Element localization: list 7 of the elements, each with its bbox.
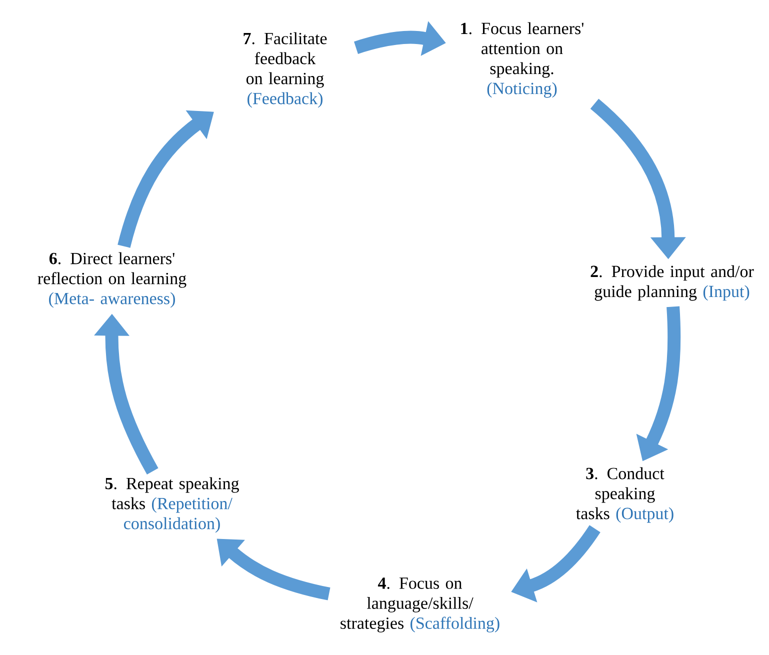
step-text: 1. Focus learners' attention on speaking. (Noticing) bbox=[461, 22, 584, 98]
step-text: 5. Repeat speaking tasks (Repetition/ consolidation) bbox=[105, 477, 239, 533]
step-text: 3. Conduct speaking tasks (Output) bbox=[576, 467, 674, 523]
step-text: 7. Facilitate feedback on learning (Feedback) bbox=[244, 32, 327, 108]
step-text: 6. Direct learners' reflection on learning (Meta- awareness) bbox=[38, 252, 186, 308]
step-text: 2. Provide input and/or guide planning (Input) bbox=[590, 265, 754, 301]
step-text: 4. Focus on language/skills/ strategies (Scaffolding) bbox=[340, 578, 500, 632]
